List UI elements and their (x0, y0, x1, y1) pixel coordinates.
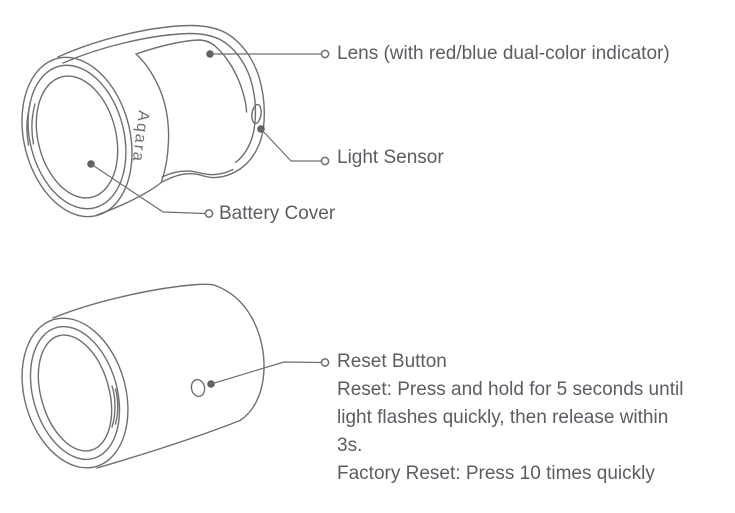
device-logo-text: Aqara (129, 110, 152, 164)
instruction-line: Reset: Press and hold for 5 seconds unti… (337, 379, 684, 400)
lens-label: Lens (with red/blue dual-color indicator… (337, 43, 670, 64)
top-device-illustration: Aqara (21, 24, 266, 218)
instruction-line: light flashes quickly, then release with… (337, 407, 669, 428)
battery-cover-notch-inner (31, 103, 36, 145)
bottom-device-outline (52, 283, 265, 469)
top-device-inner-edge (62, 32, 257, 164)
reset-button-instructions: Reset: Press and hold for 5 seconds unti… (337, 376, 732, 488)
light-sensor-label: Light Sensor (337, 147, 444, 168)
bottom-face-crescent (111, 385, 116, 428)
battery-cover-callout-circle (204, 209, 214, 218)
light-sensor-callout-circle (320, 156, 330, 166)
reset-button-callout-circle (320, 358, 330, 367)
reset-button-callout: Reset Button Reset: Press and hold for 5… (337, 348, 732, 488)
lens-front-edge (135, 53, 170, 183)
bottom-device-illustration (21, 283, 265, 469)
bottom-device-face (21, 317, 129, 469)
battery-cover-label: Battery Cover (219, 203, 336, 224)
lens-callout-circle (320, 49, 330, 59)
reset-button-leader (207, 358, 330, 388)
lens-leader (206, 49, 330, 59)
light-sensor-opening (251, 103, 262, 125)
bottom-face-crescent-inner (114, 388, 119, 425)
light-sensor-leader-line (260, 128, 322, 162)
instruction-line: Factory Reset: Press 10 times quickly (337, 463, 655, 484)
battery-cover-leader-line (90, 163, 206, 215)
battery-cover-face (21, 56, 133, 218)
reset-button-leader-line (210, 361, 322, 385)
battery-cover-notch (26, 104, 31, 146)
instruction-line: 3s. (337, 435, 363, 456)
reset-button-label: Reset Button (337, 351, 447, 372)
reset-button-hole (190, 378, 206, 398)
light-sensor-leader (257, 125, 330, 166)
top-device-bottom-outline (96, 168, 241, 216)
neck-seam-line (161, 168, 234, 178)
battery-cover-leader (87, 160, 214, 218)
lens-panel-edge (135, 39, 248, 113)
